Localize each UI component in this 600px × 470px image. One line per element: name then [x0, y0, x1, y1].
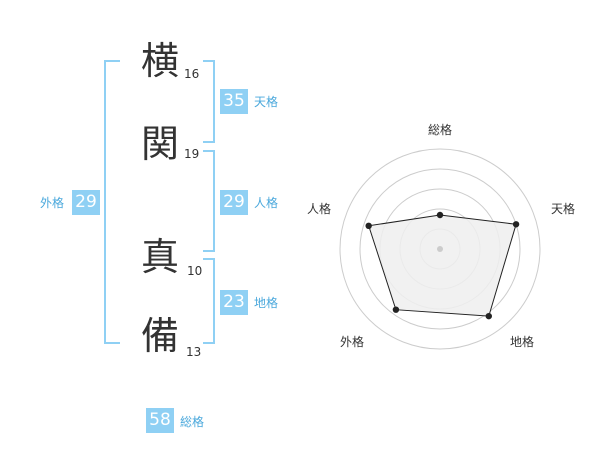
soukaku-label: 総格: [180, 415, 205, 429]
tenkaku-label: 天格: [254, 95, 279, 109]
stroke-count-4: 13: [186, 345, 202, 359]
gaikaku-label: 外格: [40, 196, 65, 210]
gaikaku-bracket: [104, 60, 120, 344]
radar-point-3: [485, 312, 492, 320]
name-char-2: 関: [141, 122, 180, 166]
radar-label-bottom-right: 地格: [510, 335, 535, 349]
radar-point-1: [436, 211, 444, 219]
chikaku-bracket: [203, 258, 215, 344]
radar-point-2: [512, 221, 520, 228]
radar-label-bottom-left: 外格: [340, 335, 365, 349]
chikaku-label: 地格: [254, 296, 279, 310]
gaikaku-value: 29: [72, 190, 100, 215]
jinkaku-bracket: [203, 150, 215, 252]
stroke-count-1: 16: [184, 67, 200, 81]
name-char-4: 備: [141, 314, 180, 358]
radar-area: [368, 214, 517, 317]
radar-center-dot: [437, 246, 443, 252]
chikaku-value: 23: [220, 290, 248, 315]
name-char-1: 横: [141, 39, 180, 83]
stroke-count-2: 19: [184, 147, 200, 161]
tenkaku-bracket: [203, 60, 215, 143]
soukaku-value: 58: [146, 408, 174, 433]
radar-ring-1: [339, 148, 541, 350]
jinkaku-value: 29: [220, 190, 248, 215]
name-char-3: 真: [141, 235, 180, 279]
tenkaku-value: 35: [220, 89, 248, 114]
radar-point-5: [365, 222, 372, 230]
radar-label-top: 総格: [428, 123, 453, 137]
radar-label-left: 人格: [307, 202, 332, 216]
jinkaku-label: 人格: [254, 196, 279, 210]
radar-label-right: 天格: [551, 202, 576, 216]
radar-ring-2: [359, 168, 521, 330]
stroke-count-3: 10: [187, 264, 203, 278]
radar-point-4: [392, 306, 400, 313]
